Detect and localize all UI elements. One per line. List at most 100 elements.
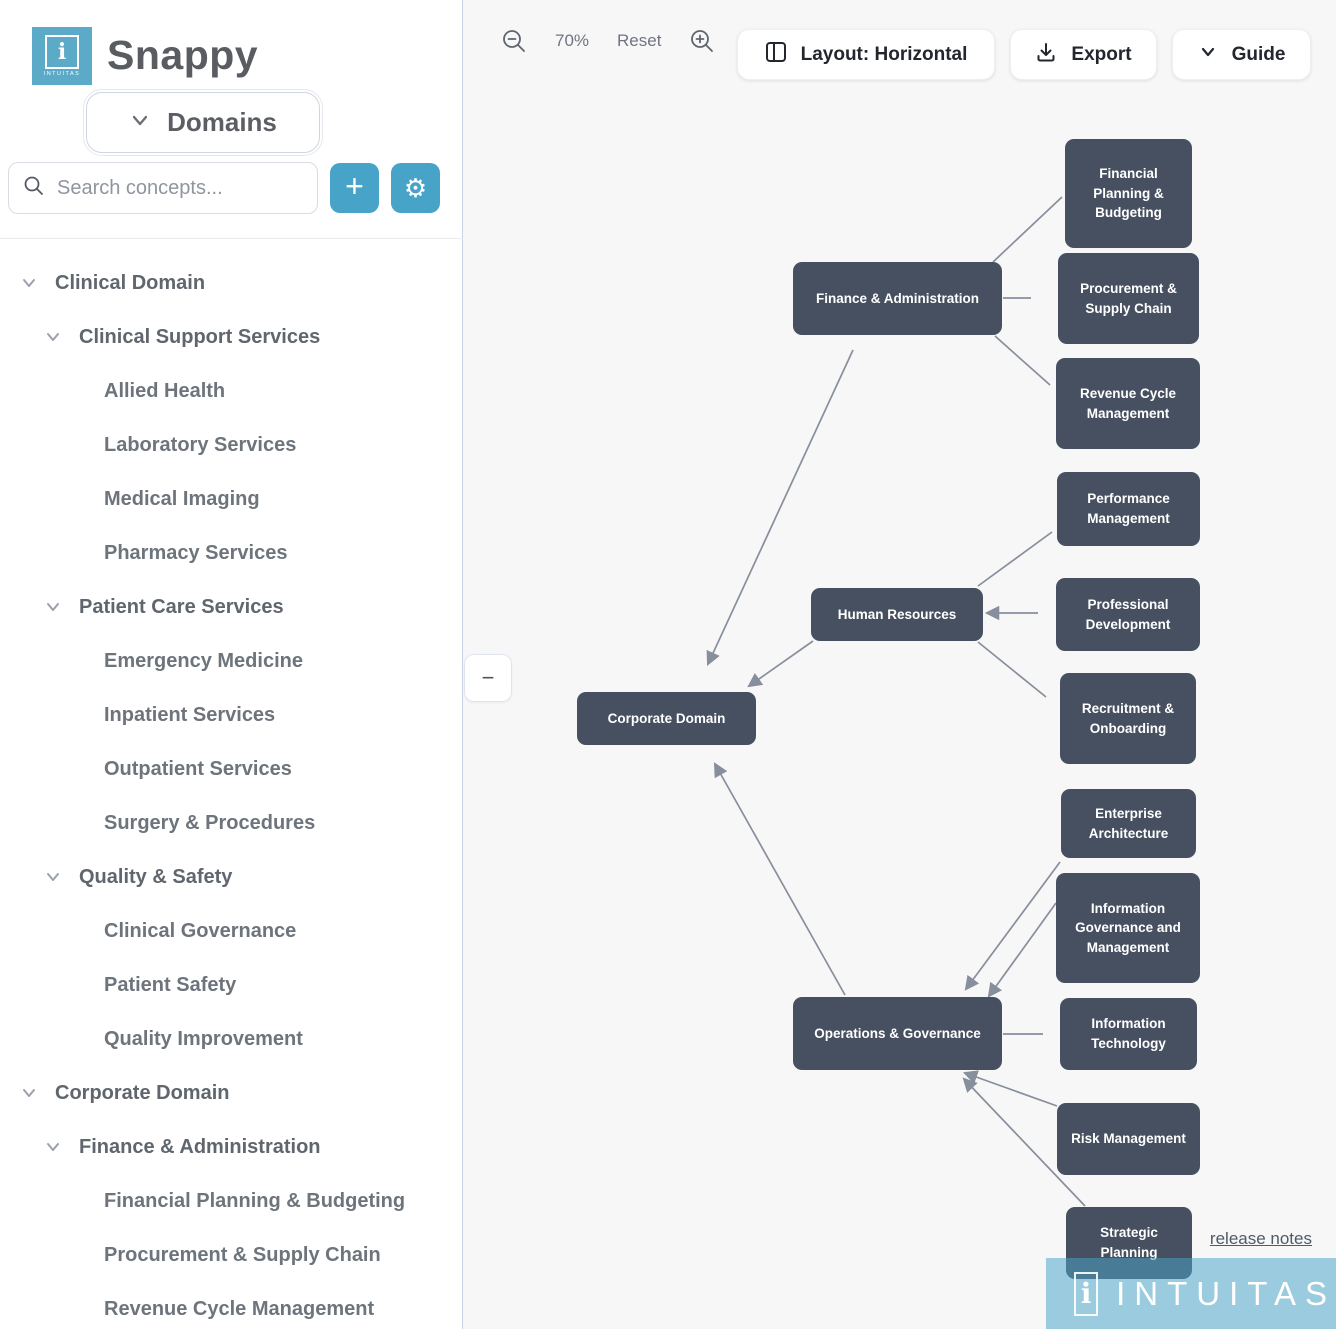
tree-item-quality-improvement[interactable]: Quality Improvement (0, 1012, 462, 1066)
export-button[interactable]: Export (1010, 29, 1157, 80)
layout-icon (765, 41, 787, 69)
zoom-controls: 70% Reset (501, 28, 715, 54)
search-box[interactable] (8, 162, 318, 214)
node-label: Information Governance and Management (1075, 900, 1181, 955)
tree-item-patient-care-services[interactable]: Patient Care Services (0, 580, 462, 634)
tree-item-label: Finance & Administration (79, 1135, 321, 1158)
tree-item-financial-planning-budgeting[interactable]: Financial Planning & Budgeting (0, 1174, 462, 1228)
graph-node-recruitment-onboarding[interactable]: Recruitment & Onboarding (1060, 673, 1196, 764)
node-label: Human Resources (837, 606, 957, 622)
tree-item-allied-health[interactable]: Allied Health (0, 364, 462, 418)
node-label: Financial Planning & Budgeting (1093, 166, 1164, 221)
domain-selector[interactable]: Domains (83, 89, 323, 156)
node-label: Procurement & Supply Chain (1080, 280, 1177, 316)
node-label: Strategic Planning (1100, 1225, 1158, 1260)
tree-item-clinical-domain[interactable]: Clinical Domain (0, 256, 462, 310)
tree-item-surgery-procedures[interactable]: Surgery & Procedures (0, 796, 462, 850)
tree-item-label: Medical Imaging (104, 487, 260, 510)
zoom-in-icon[interactable] (689, 28, 715, 54)
node-label: Finance & Administration (815, 290, 979, 306)
download-icon (1035, 41, 1057, 69)
tree-item-procurement-supply-chain[interactable]: Procurement & Supply Chain (0, 1228, 462, 1282)
graph-node-financial-planning-budgeting[interactable]: Financial Planning & Budgeting (1065, 139, 1192, 248)
node-label: Recruitment & Onboarding (1081, 700, 1175, 736)
tree-item-emergency-medicine[interactable]: Emergency Medicine (0, 634, 462, 688)
graph-node-operations-governance[interactable]: Operations & Governance (793, 997, 1002, 1070)
tree-item-label: Emergency Medicine (104, 649, 303, 672)
tree-item-label: Revenue Cycle Management (104, 1297, 375, 1320)
guide-button[interactable]: Guide (1172, 29, 1311, 80)
chevron-down-icon (18, 272, 40, 294)
tree-item-finance-administration[interactable]: Finance & Administration (0, 1120, 462, 1174)
sidebar-collapse-button[interactable]: − (464, 654, 512, 702)
tree-item-label: Laboratory Services (104, 433, 297, 456)
logo-subtext: INTUITAS (43, 71, 81, 77)
search-row: + ⚙ (8, 162, 455, 214)
layout-button[interactable]: Layout: Horizontal (737, 29, 995, 80)
tree-item-quality-safety[interactable]: Quality & Safety (0, 850, 462, 904)
tree-item-corporate-domain[interactable]: Corporate Domain (0, 1066, 462, 1120)
intuitas-watermark: i INTUITAS (1046, 1258, 1336, 1329)
chevron-down-icon (129, 109, 151, 136)
tree-item-label: Financial Planning & Budgeting (104, 1189, 406, 1212)
graph-node-human-resources[interactable]: Human Resources (811, 588, 983, 641)
node-label: Performance Management (1087, 491, 1170, 526)
graph-node-information-technology[interactable]: Information Technology (1060, 998, 1197, 1070)
tree-item-laboratory-services[interactable]: Laboratory Services (0, 418, 462, 472)
graph-canvas[interactable]: 70% Reset Layout: Horizontal Export Guid… (463, 0, 1336, 1329)
watermark-text: INTUITAS (1116, 1274, 1336, 1312)
tree-item-label: Surgery & Procedures (104, 811, 316, 834)
tree-item-medical-imaging[interactable]: Medical Imaging (0, 472, 462, 526)
node-label: Revenue Cycle Management (1079, 385, 1177, 421)
search-input[interactable] (57, 176, 287, 200)
node-label: Information Technology (1091, 1016, 1166, 1051)
concept-tree: Clinical Domain Clinical Support Service… (0, 256, 462, 1329)
add-concept-button[interactable]: + (330, 163, 379, 213)
settings-button[interactable]: ⚙ (391, 163, 440, 213)
graph-node-corporate-domain[interactable]: Corporate Domain (577, 692, 756, 745)
tree-item-label: Allied Health (104, 379, 226, 402)
tree-item-outpatient-services[interactable]: Outpatient Services (0, 742, 462, 796)
zoom-level: 70% (555, 31, 590, 50)
tree-item-label: Patient Care Services (79, 595, 284, 618)
tree-item-label: Procurement & Supply Chain (104, 1243, 381, 1266)
release-notes-link[interactable]: release notes (1209, 1229, 1312, 1248)
tree-item-revenue-cycle-management[interactable]: Revenue Cycle Management (0, 1282, 462, 1329)
node-label: Professional Development (1085, 596, 1171, 632)
tree-item-patient-safety[interactable]: Patient Safety (0, 958, 462, 1012)
chevron-down-icon (42, 596, 64, 618)
intuitas-logo: i INTUITAS (32, 27, 92, 85)
tree-item-clinical-support-services[interactable]: Clinical Support Services (0, 310, 462, 364)
chevron-down-icon (18, 1082, 40, 1104)
graph-node-revenue-cycle-management[interactable]: Revenue Cycle Management (1056, 358, 1200, 449)
tree-item-label: Quality Improvement (104, 1027, 303, 1050)
tree-item-clinical-governance[interactable]: Clinical Governance (0, 904, 462, 958)
tree-item-label: Clinical Governance (104, 919, 297, 942)
layout-button-label: Layout: Horizontal (800, 43, 968, 65)
domain-selector-label: Domains (167, 107, 277, 137)
zoom-reset-button[interactable]: Reset (617, 31, 662, 50)
graph-node-professional-development[interactable]: Professional Development (1056, 578, 1200, 651)
chevron-down-icon (1198, 42, 1218, 68)
node-label: Operations & Governance (814, 1025, 981, 1041)
tree-item-label: Corporate Domain (55, 1081, 230, 1104)
graph-node-procurement-supply-chain[interactable]: Procurement & Supply Chain (1058, 253, 1199, 344)
graph-node-finance-administration[interactable]: Finance & Administration (793, 262, 1002, 335)
tree-item-inpatient-services[interactable]: Inpatient Services (0, 688, 462, 742)
graph-node-risk-management[interactable]: Risk Management (1057, 1103, 1200, 1175)
app-title: Snappy (107, 32, 259, 78)
graph-node-performance-management[interactable]: Performance Management (1057, 472, 1200, 546)
node-label: Enterprise Architecture (1088, 805, 1169, 841)
search-icon (23, 175, 45, 202)
tree-item-label: Inpatient Services (104, 703, 276, 726)
tree-item-label: Pharmacy Services (104, 541, 288, 564)
tree-item-label: Outpatient Services (104, 757, 292, 780)
guide-button-label: Guide (1231, 43, 1286, 65)
graph-node-enterprise-architecture[interactable]: Enterprise Architecture (1061, 789, 1196, 858)
graph-node-information-governance-management[interactable]: Information Governance and Management (1056, 873, 1200, 983)
tree-item-pharmacy-services[interactable]: Pharmacy Services (0, 526, 462, 580)
tree-item-label: Clinical Support Services (79, 325, 321, 348)
sidebar: i INTUITAS Snappy Domains + ⚙ Clinical D… (0, 0, 463, 1329)
node-label: Risk Management (1071, 1131, 1186, 1147)
zoom-out-icon[interactable] (501, 28, 527, 54)
